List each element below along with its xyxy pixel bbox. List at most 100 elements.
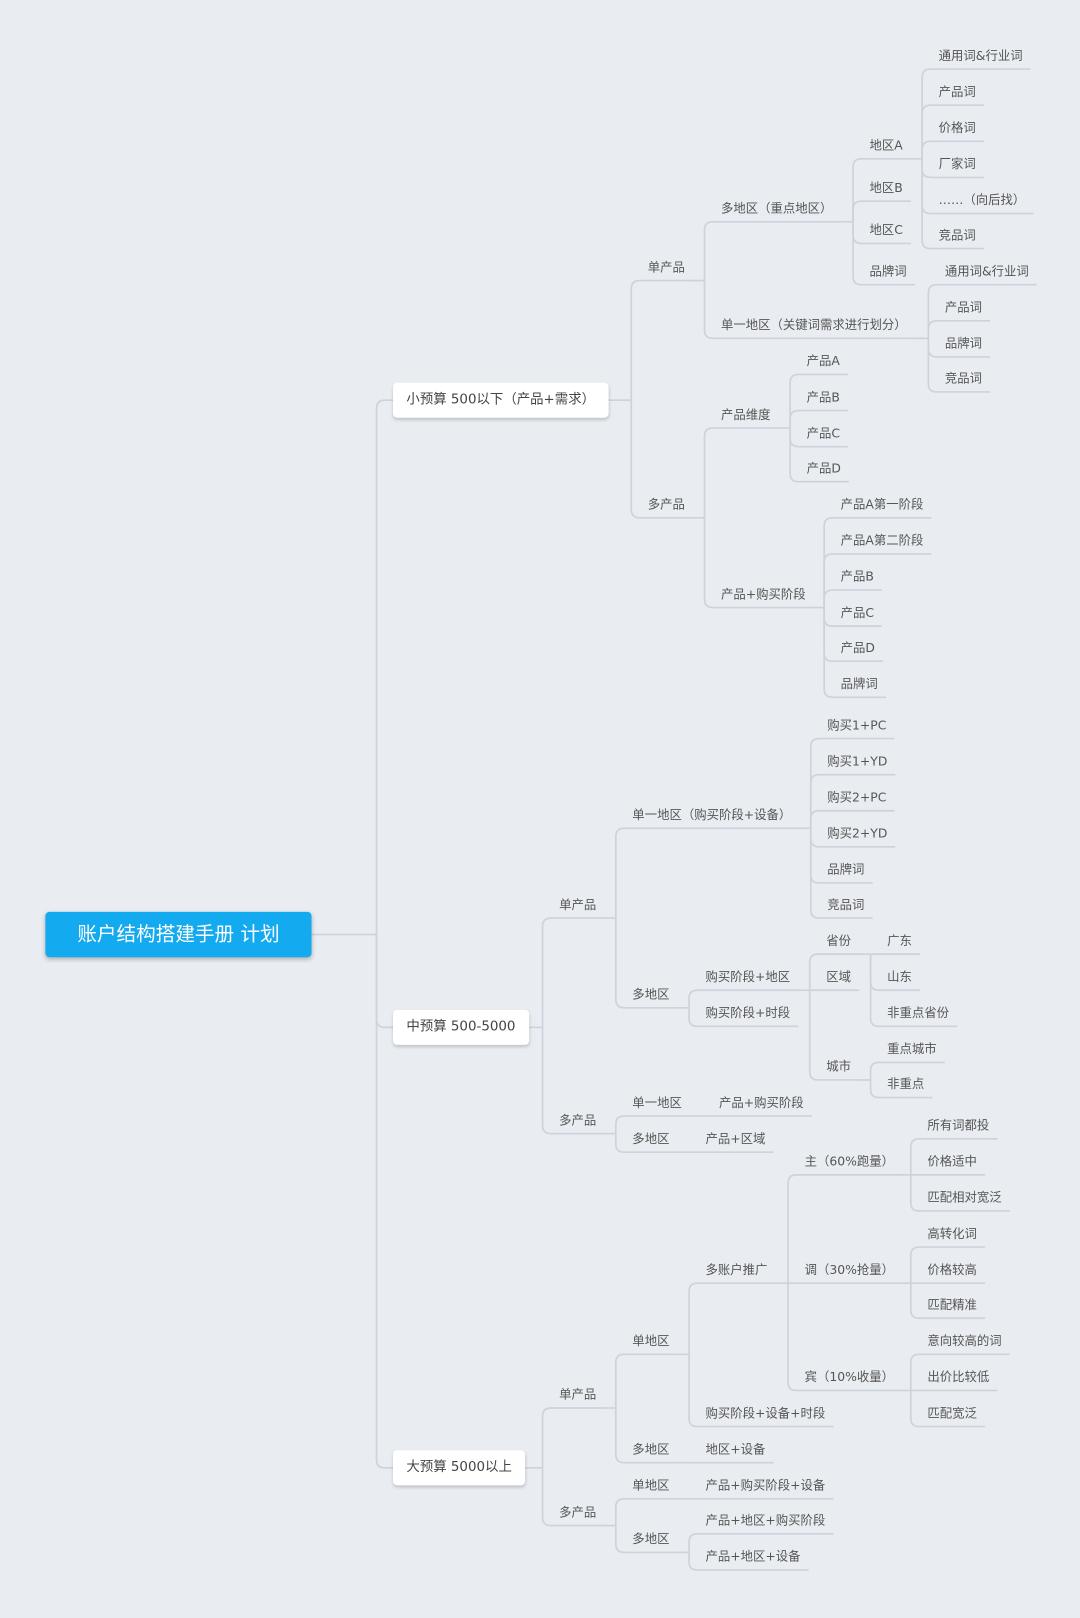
connector-line	[789, 409, 848, 429]
subtopic[interactable]: 购买阶段+设备+时段	[705, 1405, 826, 1421]
subtopic[interactable]: 品牌词	[840, 676, 878, 692]
subtopic[interactable]: 单产品	[559, 897, 597, 912]
main-topic[interactable]: 中预算 500-5000	[393, 1009, 529, 1045]
connector-line	[809, 773, 896, 829]
root-topic[interactable]: 账户结构搭建手册 计划	[45, 911, 312, 958]
subtopic[interactable]: 多地区	[632, 1131, 670, 1146]
connector-line	[375, 399, 394, 935]
subtopic[interactable]: 单一地区	[632, 1095, 682, 1110]
subtopic[interactable]: 高转化词	[927, 1226, 977, 1241]
subtopic[interactable]: 品牌词	[827, 862, 865, 877]
subtopic[interactable]: 单一地区（购买阶段+设备）	[632, 807, 792, 823]
subtopic[interactable]: 主（60%跑量）	[804, 1154, 894, 1169]
subtopic[interactable]: 所有词都投	[927, 1118, 990, 1133]
subtopic[interactable]: ……（向后找）	[938, 192, 1026, 208]
subtopic[interactable]: 产品D	[806, 461, 841, 476]
subtopic[interactable]: 多地区	[632, 987, 670, 1002]
subtopic[interactable]: 区域	[826, 969, 852, 985]
connector-line	[375, 934, 394, 1469]
subtopic[interactable]: 产品B	[806, 389, 840, 405]
connector-line	[852, 221, 915, 286]
connector-line	[541, 917, 605, 1028]
subtopic[interactable]: 产品+购买阶段+设备	[705, 1478, 826, 1493]
subtopic[interactable]: 单产品	[559, 1387, 597, 1402]
subtopic[interactable]: 单地区	[632, 1478, 670, 1493]
subtopic[interactable]: 非重点省份	[887, 1005, 949, 1021]
subtopic[interactable]: 省份	[826, 933, 852, 948]
subtopic[interactable]: 竞品词	[944, 371, 983, 386]
connector-line	[921, 140, 985, 159]
subtopic[interactable]: 产品+购买阶段	[721, 586, 806, 602]
subtopic[interactable]: 产品D	[840, 640, 875, 656]
subtopic[interactable]: 通用词&行业词	[944, 264, 1029, 279]
subtopic[interactable]: 多地区	[632, 1442, 670, 1457]
subtopic[interactable]: 购买2+PC	[827, 790, 887, 805]
subtopic[interactable]: 购买1+YD	[827, 754, 888, 769]
connector-line	[703, 427, 779, 518]
subtopic[interactable]: 意向较高的词	[927, 1333, 1002, 1349]
subtopic[interactable]: 产品C	[840, 605, 875, 620]
subtopic[interactable]: 购买1+PC	[827, 717, 887, 733]
subtopic[interactable]: 宾（10%收量）	[804, 1369, 894, 1385]
subtopic[interactable]: 地区+设备	[705, 1442, 766, 1457]
subtopic[interactable]: 单产品	[647, 259, 685, 275]
subtopic[interactable]: 多账户推广	[705, 1262, 768, 1277]
connector-line	[787, 1283, 903, 1392]
subtopic[interactable]: 竞品词	[827, 897, 865, 912]
subtopic[interactable]: 非重点	[887, 1076, 925, 1092]
subtopic[interactable]: 产品B	[840, 569, 874, 584]
subtopic[interactable]: 产品+区域	[705, 1131, 766, 1146]
subtopic[interactable]: 价格词	[938, 120, 976, 136]
subtopic[interactable]: 价格较高	[927, 1262, 977, 1277]
subtopic[interactable]: 品牌词	[944, 336, 983, 351]
subtopic[interactable]: 产品C	[806, 426, 841, 441]
subtopic[interactable]: 购买阶段+时段	[705, 1005, 791, 1021]
connector-line	[823, 553, 932, 608]
subtopic[interactable]: 匹配相对宽泛	[927, 1190, 1002, 1205]
connector-line	[614, 1407, 678, 1464]
subtopic[interactable]: 多地区	[632, 1531, 670, 1547]
subtopic[interactable]: 匹配精准	[927, 1297, 977, 1313]
connector-line	[909, 1390, 986, 1428]
subtopic[interactable]: 产品A第一阶段	[840, 497, 924, 512]
subtopic[interactable]: 产品+地区+购买阶段	[705, 1513, 826, 1528]
connector-line	[869, 1079, 933, 1099]
subtopic[interactable]: 匹配宽泛	[927, 1405, 977, 1421]
subtopic[interactable]: 山东	[887, 969, 912, 985]
subtopic[interactable]: 地区A	[869, 138, 903, 153]
subtopic[interactable]: 产品+购买阶段	[718, 1095, 804, 1110]
subtopic[interactable]: 品牌词	[869, 264, 907, 279]
subtopic[interactable]: 竞品词	[938, 227, 976, 243]
subtopic[interactable]: 多地区（重点地区）	[721, 201, 833, 216]
main-topic[interactable]: 大预算 5000以上	[393, 1450, 526, 1486]
subtopic[interactable]: 厂家词	[938, 156, 976, 172]
subtopic[interactable]: 单地区	[632, 1333, 670, 1349]
connector-line	[909, 1353, 1010, 1391]
connector-line	[541, 1467, 605, 1527]
subtopic[interactable]: 产品A	[806, 353, 840, 369]
subtopic[interactable]: 调（30%抢量）	[804, 1262, 894, 1277]
connector-line	[909, 1137, 998, 1175]
subtopic[interactable]: 地区B	[869, 180, 903, 195]
subtopic[interactable]: 购买2+YD	[827, 826, 888, 841]
main-topic[interactable]: 小预算 500以下（产品+需求）	[393, 382, 609, 418]
subtopic[interactable]: 产品+地区+设备	[705, 1549, 801, 1564]
connector-line	[630, 279, 694, 401]
subtopic[interactable]: 产品A第二阶段	[840, 533, 924, 548]
subtopic[interactable]: 地区C	[869, 222, 903, 238]
subtopic[interactable]: 广东	[887, 933, 912, 948]
subtopic[interactable]: 多产品	[559, 1112, 597, 1128]
subtopic[interactable]: 单一地区（关键词需求进行划分）	[721, 317, 907, 333]
subtopic[interactable]: 城市	[826, 1059, 852, 1074]
subtopic[interactable]: 产品词	[944, 300, 983, 315]
subtopic[interactable]: 产品维度	[721, 407, 771, 422]
subtopic[interactable]: 价格适中	[927, 1154, 977, 1169]
subtopic[interactable]: 重点城市	[887, 1041, 937, 1057]
connector-line	[375, 934, 394, 1029]
subtopic[interactable]: 多产品	[647, 497, 685, 512]
subtopic[interactable]: 购买阶段+地区	[705, 969, 791, 985]
subtopic[interactable]: 多产品	[559, 1504, 597, 1520]
subtopic[interactable]: 产品词	[938, 84, 976, 100]
subtopic[interactable]: 出价比较低	[927, 1369, 990, 1385]
subtopic[interactable]: 通用词&行业词	[938, 48, 1023, 63]
